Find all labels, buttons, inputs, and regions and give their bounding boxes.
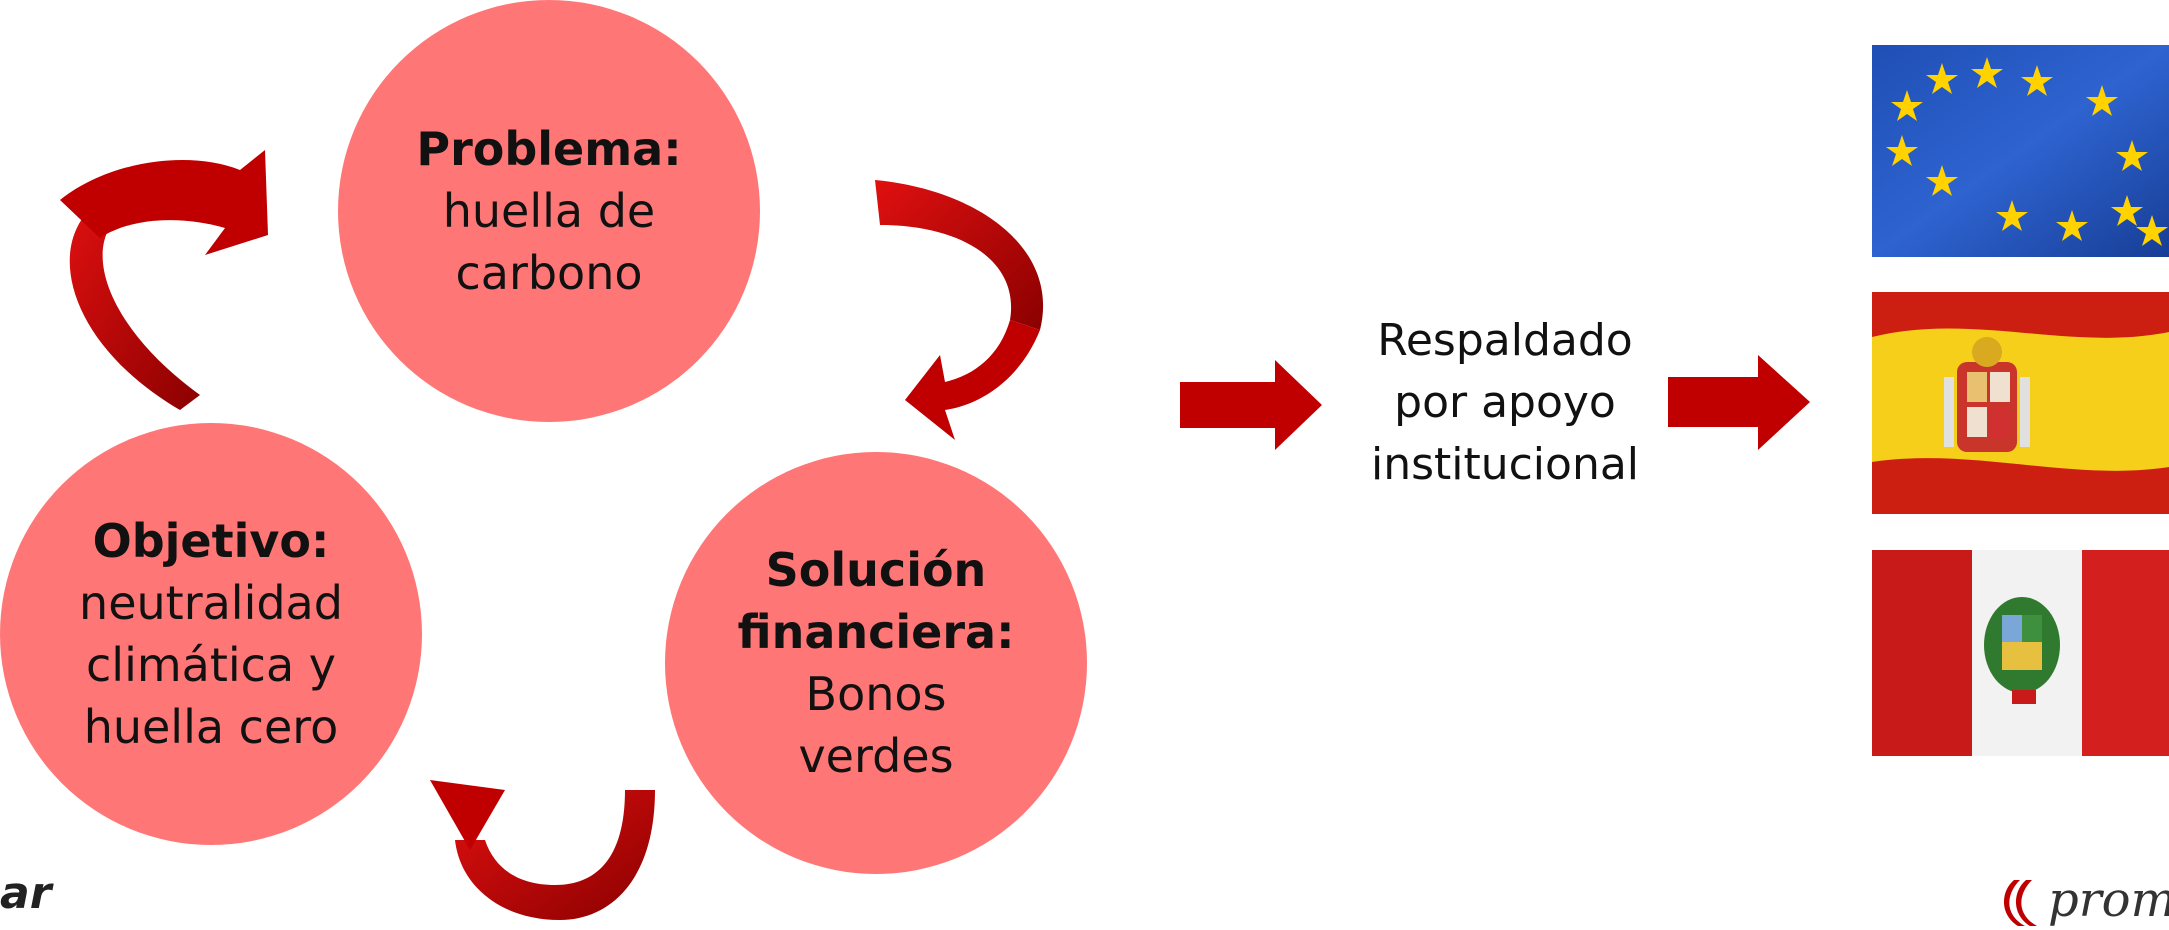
problem-heading: Problema:	[416, 122, 682, 176]
objective-text-line2: climática y	[86, 638, 336, 692]
objective-circle: Objetivo: neutralidad climática y huella…	[0, 423, 422, 845]
objective-text-line1: neutralidad	[79, 576, 343, 630]
spain-flag	[1872, 292, 2169, 514]
solution-heading-line2: financiera:	[737, 605, 1015, 659]
solution-heading-line1: Solución	[765, 543, 987, 597]
solution-text-line1: Bonos	[805, 667, 947, 721]
right-logo: prom	[2000, 870, 2169, 930]
support-text-line2: por apoyo	[1394, 377, 1616, 428]
problem-circle: Problema: huella de carbono	[338, 0, 760, 422]
objective-text-line3: huella cero	[83, 700, 339, 754]
spain-coat-of-arms-icon	[1944, 337, 2030, 452]
problem-text-line2: carbono	[455, 246, 643, 300]
peru-coat-of-arms-icon	[1984, 597, 2060, 704]
problem-text-line1: huella de	[442, 184, 656, 238]
objective-heading: Objetivo:	[92, 514, 330, 568]
curved-arrow-solution-to-objective	[430, 780, 655, 920]
prom-logo-icon: prom	[2003, 872, 2169, 928]
curved-arrow-problem-to-solution	[875, 180, 1044, 440]
support-text-line1: Respaldado	[1377, 315, 1633, 366]
eu-flag	[1872, 45, 2169, 257]
solution-circle: Solución financiera: Bonos verdes	[665, 452, 1087, 874]
prom-logo-text: prom	[2048, 872, 2169, 926]
right-arrow-to-support	[1180, 360, 1322, 450]
cycle-arrows	[60, 150, 1044, 920]
curved-arrow-objective-to-problem	[60, 150, 268, 410]
right-arrow-to-flags	[1668, 355, 1810, 450]
support-text: Respaldado por apoyo institucional	[1355, 310, 1655, 496]
support-text-line3: institucional	[1370, 439, 1640, 490]
solution-text-line2: verdes	[798, 729, 954, 783]
eu-stars-icon	[1886, 57, 2168, 246]
left-logo-fragment: ar	[0, 868, 52, 919]
peru-flag	[1872, 550, 2169, 756]
